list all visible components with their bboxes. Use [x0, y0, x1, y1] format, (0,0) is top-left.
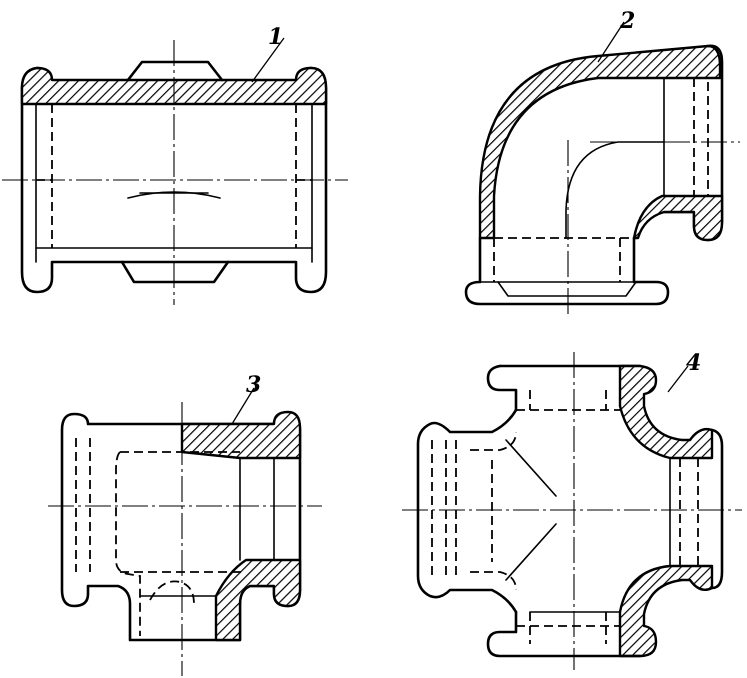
label-group-elbow: 2 [597, 8, 635, 63]
label-group-cross: 4 [667, 350, 701, 393]
elbow-fitting [464, 44, 740, 318]
tee-section-hatch-top [180, 410, 302, 460]
cross-section-hatch-bottom [618, 564, 714, 658]
label-coupling: 1 [268, 24, 283, 50]
label-group-coupling: 1 [251, 24, 285, 83]
cross-fitting [402, 352, 742, 670]
label-elbow: 2 [619, 8, 635, 34]
label-tee: 3 [246, 372, 261, 398]
tee-fitting [48, 402, 322, 676]
tee-section-hatch-bottom [214, 558, 302, 642]
cross-section-hatch-top [618, 364, 714, 460]
coupling-fitting [2, 40, 348, 305]
label-cross: 4 [686, 350, 701, 376]
elbow-section-hatch [478, 44, 722, 240]
label-group-tee: 3 [231, 372, 261, 425]
